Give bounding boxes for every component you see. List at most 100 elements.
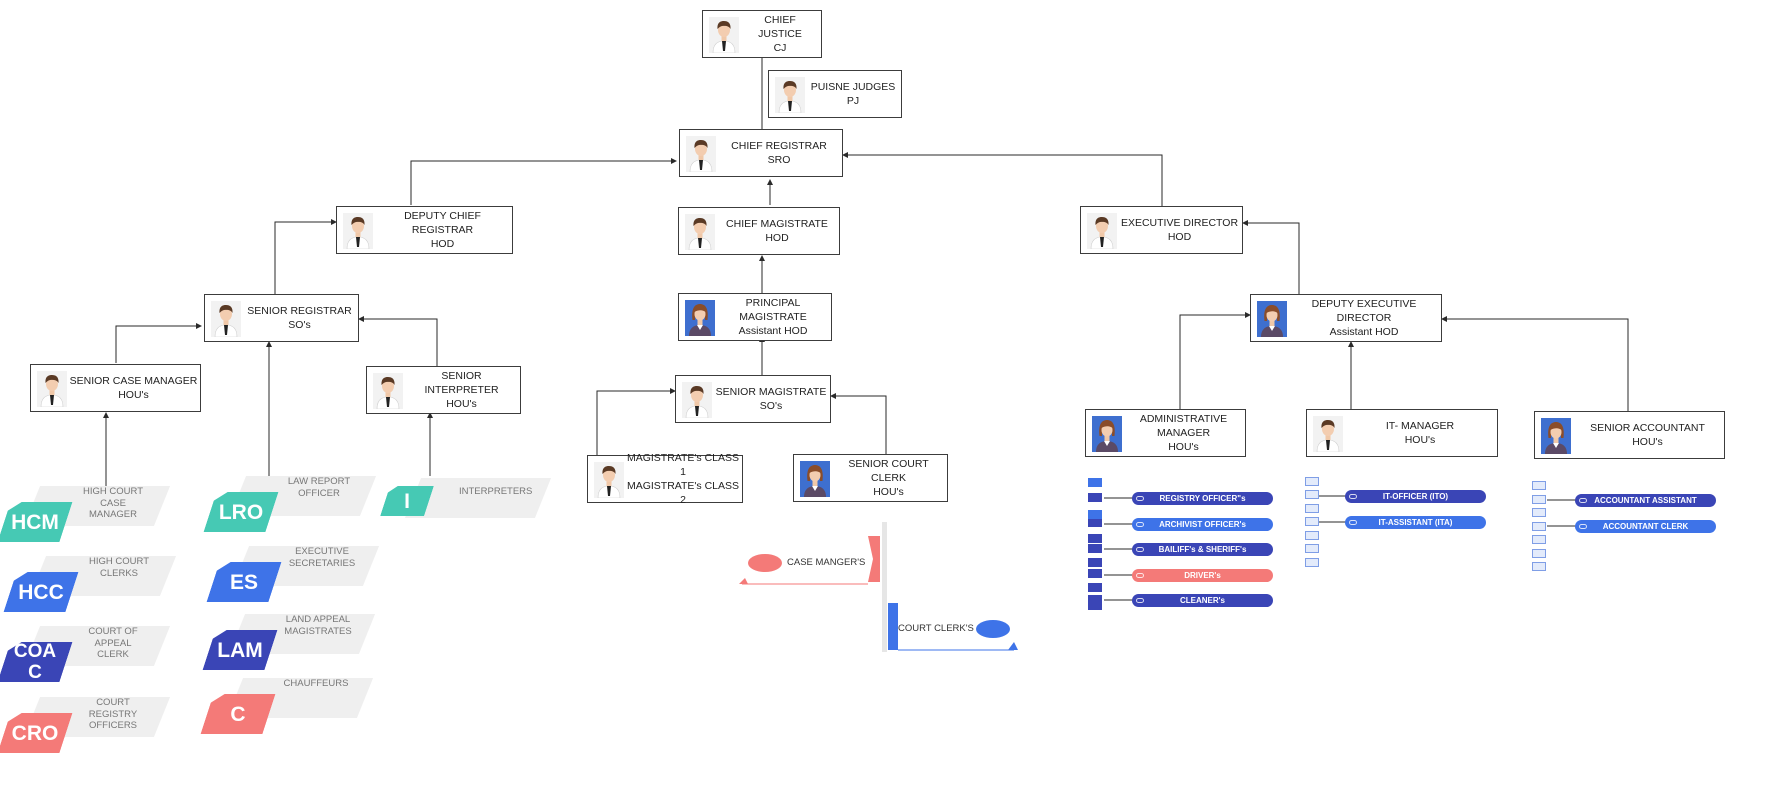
tile-court-of-appeal-clerk[interactable]: COAC COURT OF APPEAL CLERK: [0, 624, 171, 694]
tile-desc: CHAUFFEURS: [283, 678, 349, 689]
tile-abbr: COAC: [13, 641, 57, 683]
node-subtitle: CJ: [773, 42, 787, 54]
female-avatar-icon: [685, 300, 715, 336]
male-avatar-icon: [37, 371, 67, 407]
female-avatar-icon: [1257, 301, 1287, 337]
node-subtitle: PJ: [846, 95, 860, 107]
female-avatar-icon: [1541, 418, 1571, 454]
tile-law-report-officer[interactable]: LRO LAW REPORT OFFICER: [206, 474, 377, 544]
admin-staff-item[interactable]: REGISTRY OFFICER"s: [1132, 492, 1273, 505]
node-title: SENIOR REGISTRAR: [247, 305, 352, 317]
connector-mc-to-sm: [596, 388, 676, 455]
node-title: ADMINISTRATIVE MANAGER: [1139, 413, 1228, 439]
key-icon: [1136, 496, 1144, 501]
node-title: SENIOR CASE MANAGER: [69, 375, 198, 387]
connector-dcr-to-cr: [410, 158, 677, 205]
accounts-staff-item[interactable]: ACCOUNTANT ASSISTANT: [1575, 494, 1716, 507]
node-title: MAGISTRATE's CLASS 1: [626, 452, 740, 478]
node-title: PUISNE JUDGES: [810, 81, 896, 93]
admin-staff-item[interactable]: ARCHIVIST OFFICER's: [1132, 518, 1273, 531]
tile-court-registry-officers[interactable]: CRO COURT REGISTRY OFFICERS: [0, 695, 171, 765]
connector-ed-to-cr: [842, 152, 1163, 206]
key-icon: [1136, 598, 1144, 603]
tile-high-court-clerks[interactable]: HCC HIGH COURT CLERKS: [6, 554, 177, 624]
male-avatar-icon: [1313, 416, 1343, 452]
key-icon: [1136, 522, 1144, 527]
node-senior-magistrate[interactable]: SENIOR MAGISTRATE SO's: [675, 375, 831, 423]
node-puisne-judges[interactable]: PUISNE JUDGES PJ: [768, 70, 902, 118]
node-it-manager[interactable]: IT- MANAGER HOU's: [1306, 409, 1498, 457]
tile-abbr: CRO: [11, 721, 59, 745]
male-avatar-icon: [594, 462, 624, 498]
admin-staff-item[interactable]: DRIVER's: [1132, 569, 1273, 582]
node-title: SENIOR COURT CLERK: [848, 458, 929, 484]
tile-abbr: HCM: [11, 510, 59, 534]
node-subtitle: HOU's: [118, 389, 149, 401]
tile-desc: HIGH COURT CLERKS: [89, 556, 149, 579]
court-clerks-dot: [976, 620, 1010, 638]
node-subtitle: Assistant HOD: [738, 325, 808, 337]
connector-scm-to-sr: [115, 323, 202, 363]
male-avatar-icon: [685, 214, 715, 250]
node-title: SENIOR MAGISTRATE: [715, 386, 827, 398]
key-icon: [1136, 547, 1144, 552]
node-subtitle: SRO: [767, 154, 791, 166]
male-avatar-icon: [686, 136, 716, 172]
node-title: CHIEF MAGISTRATE: [726, 218, 828, 230]
node-title: DEPUTY EXECUTIVE DIRECTOR: [1311, 298, 1417, 324]
tile-high-court-case-manager[interactable]: HCM HIGH COURT CASE MANAGER: [0, 484, 171, 554]
tile-chauffeurs[interactable]: C CHAUFFEURS: [203, 676, 374, 746]
tile-desc: LAW REPORT OFFICER: [287, 476, 351, 499]
tile-interpreters[interactable]: I INTERPRETERS: [381, 476, 552, 546]
node-subtitle: SO's: [759, 400, 783, 412]
tile-desc: LAND APPEAL MAGISTRATES: [284, 614, 352, 637]
tile-land-appeal-magistrates[interactable]: LAM LAND APPEAL MAGISTRATES: [205, 612, 376, 682]
node-senior-court-clerk[interactable]: SENIOR COURT CLERK HOU's: [793, 454, 948, 502]
tile-desc: COURT OF APPEAL CLERK: [88, 626, 138, 660]
tile-executive-secretaries[interactable]: ES EXECUTIVE SECRETARIES: [209, 544, 380, 614]
key-icon: [1579, 524, 1587, 529]
accounts-staff-item[interactable]: ACCOUNTANT CLERK: [1575, 520, 1716, 533]
node-senior-case-manager[interactable]: SENIOR CASE MANAGER HOU's: [30, 364, 201, 412]
connector-sr-to-dcr: [274, 219, 337, 294]
case-managers-label: CASE MANGER'S: [787, 557, 866, 568]
connector-scc-to-sm: [830, 393, 887, 454]
male-avatar-icon: [709, 17, 739, 53]
admin-staff-item[interactable]: BAILIFF's & SHERIFF's: [1132, 543, 1273, 556]
tile-abbr: I: [404, 489, 410, 513]
legend-divider: [882, 522, 887, 652]
node-title: IT- MANAGER: [1385, 420, 1455, 432]
tile-abbr: HCC: [18, 580, 64, 604]
admin-staff-item[interactable]: CLEANER's: [1132, 594, 1273, 607]
node-title: EXECUTIVE DIRECTOR: [1120, 217, 1239, 229]
tile-desc: COURT REGISTRY OFFICERS: [88, 697, 138, 731]
male-avatar-icon: [1087, 213, 1117, 249]
node-title: DEPUTY CHIEF REGISTRAR: [404, 210, 481, 236]
it-staff-item[interactable]: IT-ASSISTANT (ITA): [1345, 516, 1486, 529]
male-avatar-icon: [775, 77, 805, 113]
legend-coral-tab: [868, 536, 880, 582]
male-avatar-icon: [373, 373, 403, 409]
node-administrative-manager[interactable]: ADMINISTRATIVE MANAGER HOU's: [1085, 409, 1246, 457]
key-icon: [1136, 573, 1144, 578]
it-staff-item[interactable]: IT-OFFICER (ITO): [1345, 490, 1486, 503]
male-avatar-icon: [682, 382, 712, 418]
node-subtitle: HOU's: [873, 486, 904, 498]
node-subtitle: HOU's: [1168, 441, 1199, 453]
node-subtitle: HOU's: [1404, 434, 1436, 446]
tile-desc: INTERPRETERS: [459, 486, 533, 497]
key-icon: [1579, 498, 1587, 503]
